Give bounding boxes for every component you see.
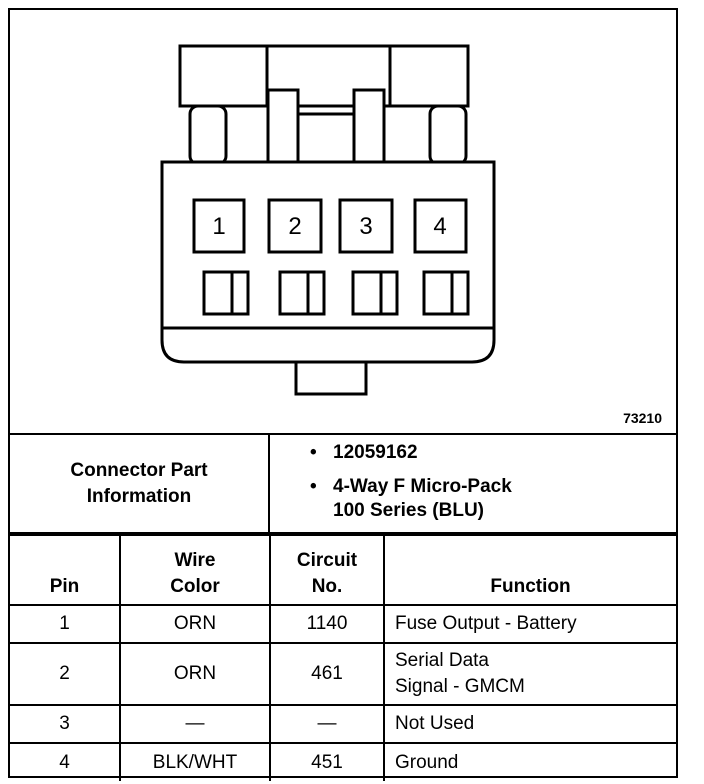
cell-function: Fuse Output - Battery [383, 604, 676, 644]
cell-circuit: 1140 [269, 604, 385, 644]
table-row: 2 ORN 461 Serial Data Signal - GMCM [10, 642, 676, 706]
pin-number-2: 2 [288, 213, 301, 240]
part-info-label-line2: Information [86, 485, 192, 507]
connector-type-line1: 4-Way F Micro-Pack [333, 476, 512, 497]
connector-body [160, 160, 496, 364]
latch-post-center-right [352, 88, 386, 166]
latch-post-left [188, 104, 228, 166]
cell-circuit: — [269, 704, 385, 744]
pin-cavity-2 [267, 198, 323, 254]
cell-wire-color: ORN [119, 604, 271, 644]
latch-post-right [428, 104, 468, 166]
header-wire-color: Wire Color [119, 534, 271, 606]
pin-cavity-4 [413, 198, 468, 254]
cell-pin: 1 [10, 604, 121, 644]
pin-table-header: Pin Wire Color Circuit No. Function [10, 534, 676, 606]
header-circuit-line1: Circuit [296, 550, 358, 571]
header-wire-line2: Color [170, 576, 220, 597]
cell-pin: 2 [10, 642, 121, 706]
figure-number: 73210 [623, 410, 662, 426]
latch-bridge [296, 112, 356, 166]
connector-type-line2: 100 Series (BLU) [333, 500, 485, 521]
part-number: 12059162 [333, 442, 418, 463]
connector-part-info: Connector Part Information • 12059162 • … [10, 433, 676, 534]
cell-wire-color: — [119, 704, 271, 744]
pin-cavity-3 [338, 198, 394, 254]
cell-pin: 3 [10, 704, 121, 744]
cell-function: Ground [383, 742, 676, 781]
pin-number-3: 3 [359, 213, 372, 240]
header-pin: Pin [10, 534, 121, 606]
pin-table: Pin Wire Color Circuit No. Function 1 OR… [10, 534, 676, 781]
latch-post-center-left [266, 88, 300, 166]
header-function: Function [383, 534, 676, 606]
header-circuit-line2: No. [311, 576, 343, 597]
pin-number-4: 4 [433, 213, 446, 240]
pin-cavity-1 [192, 198, 246, 254]
part-info-label: Connector Part Information [10, 435, 270, 532]
cell-wire-color: BLK/WHT [119, 742, 271, 781]
part-info-list: • 12059162 • 4-Way F Micro-Pack 100 Seri… [270, 441, 676, 523]
pin-number-1: 1 [212, 213, 225, 240]
table-row: 3 — — Not Used [10, 704, 676, 744]
cell-function: Serial Data Signal - GMCM [383, 642, 676, 706]
diagram-frame: 1 2 3 4 73210 Connector Part Information… [8, 8, 678, 781]
cell-circuit: 451 [269, 742, 385, 781]
part-info-item: • 4-Way F Micro-Pack 100 Series (BLU) [270, 475, 676, 523]
table-row: 4 BLK/WHT 451 Ground [10, 742, 676, 781]
cell-circuit: 461 [269, 642, 385, 706]
table-row: 1 ORN 1140 Fuse Output - Battery [10, 604, 676, 644]
header-circuit-no: Circuit No. [269, 534, 385, 606]
header-wire-line1: Wire [174, 550, 216, 571]
part-info-item: • 12059162 [270, 441, 676, 465]
function-line1: Serial Data [395, 650, 489, 671]
terminal-windows [202, 270, 470, 316]
connector-illustration: 1 2 3 4 [160, 44, 496, 396]
cell-pin: 4 [10, 742, 121, 781]
bullet-icon: • [310, 476, 317, 497]
latch-top [178, 44, 470, 108]
part-info-label-line1: Connector Part [70, 459, 208, 481]
cell-function: Not Used [383, 704, 676, 744]
function-line2: Signal - GMCM [395, 676, 525, 697]
connector-drawing: 1 2 3 4 73210 [10, 10, 676, 433]
connector-tab [294, 360, 368, 396]
bullet-icon: • [310, 442, 317, 463]
cell-wire-color: ORN [119, 642, 271, 706]
